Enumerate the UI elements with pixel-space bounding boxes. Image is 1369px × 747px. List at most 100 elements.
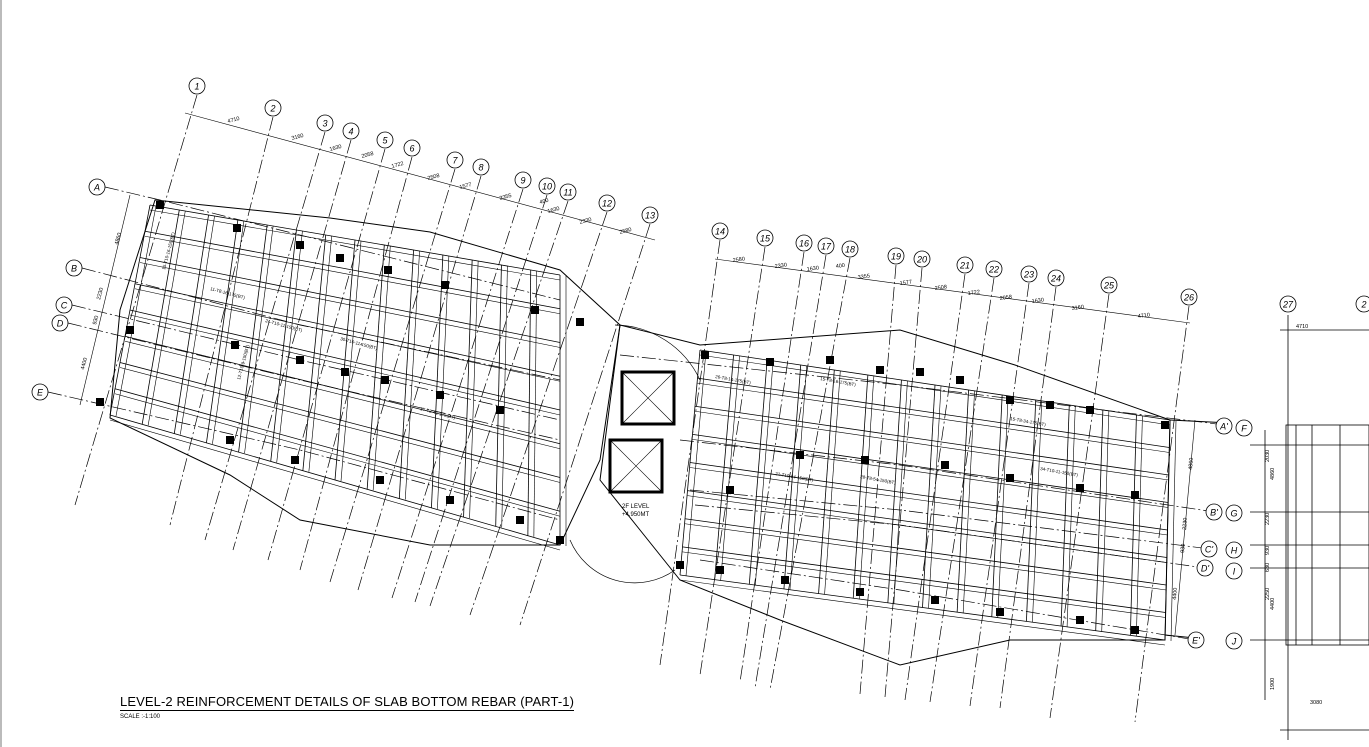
dim-far-right-v-5: 4400 xyxy=(1270,598,1276,610)
grid-bubble-top-22-circle xyxy=(985,260,1003,278)
dim-top-right-11: 4710 xyxy=(1137,312,1150,320)
grid-line-5 xyxy=(267,148,386,561)
rebar-left-h-1 xyxy=(144,235,561,315)
rebar-right-v-4 xyxy=(824,370,841,595)
drawing-frame-edge xyxy=(0,0,2,747)
beam-left-h-0 xyxy=(149,204,561,276)
column-23 xyxy=(766,358,774,366)
grid-bubble-top-23-label: 23 xyxy=(1023,270,1034,280)
grid-bubble-left-3-circle xyxy=(51,314,69,332)
grid-line-13 xyxy=(519,223,651,626)
lift-core: 2F LEVEL+4.950MT xyxy=(569,324,701,584)
grid-bubble-top-22-label: 22 xyxy=(988,265,999,275)
column-46 xyxy=(1131,626,1139,634)
beam-left-h-8 xyxy=(109,414,561,546)
beam-right-h-6 xyxy=(684,518,1167,586)
beam-right-h-7 xyxy=(682,546,1166,613)
dim-far-right-v-6: 2250 xyxy=(1265,588,1271,600)
grid-bubble-top-16-label: 16 xyxy=(799,239,809,249)
grid-bubble-right-4-label: E' xyxy=(1192,636,1200,646)
grid-line-18 xyxy=(769,257,851,691)
dim-top-right-4: 3355 xyxy=(857,273,870,281)
column-17 xyxy=(291,456,299,464)
rebar-right-v-12 xyxy=(1101,410,1110,632)
rebar-left-v-8 xyxy=(372,245,391,491)
column-7 xyxy=(576,318,584,326)
grid-bubble-top-3-label: 3 xyxy=(322,119,327,129)
grid-bubble-top-12-circle xyxy=(598,194,616,212)
grid-bubble-top-15-circle xyxy=(756,229,774,247)
rebar-right-h-8 xyxy=(679,579,1166,646)
grid-bubble-top-5-circle xyxy=(376,131,394,149)
grid-bubble-top-16-circle xyxy=(795,234,813,252)
column-11 xyxy=(341,368,349,376)
dim-top-left-7: 3355 xyxy=(499,193,512,202)
grid-bubble-left-3-label: D xyxy=(57,319,64,329)
column-8 xyxy=(126,326,134,334)
rebar-label-11: 15-T8-34-175(BT) xyxy=(1010,416,1047,427)
rebar-left-h-7 xyxy=(114,393,561,517)
grid-bubble-right-3-label: D' xyxy=(1201,564,1209,574)
grid-line-1 xyxy=(74,94,198,506)
beam-left-h-5 xyxy=(124,335,561,445)
rebar-left-v-10 xyxy=(437,255,450,509)
grid-bubble-top-19-label: 19 xyxy=(891,252,901,262)
column-5 xyxy=(441,281,449,289)
grid-bubble-top-20-label: 20 xyxy=(916,255,927,265)
grid-bubble-top-18-label: 18 xyxy=(845,245,855,255)
dim-top-right-1: 2330 xyxy=(774,262,787,270)
slab-outline-right xyxy=(599,324,1171,666)
grid-bubble-right-3-circle xyxy=(1196,559,1214,577)
grid-bubble-far-right-3-circle xyxy=(1225,562,1243,580)
grid-row-left-2 xyxy=(71,304,561,421)
drawing-scale: SCALE :-1:100 xyxy=(120,714,161,720)
column-13 xyxy=(436,391,444,399)
grid-bubble-top-27-circle xyxy=(1279,295,1297,313)
grid-line-3 xyxy=(204,131,326,541)
rebar-right-h-7 xyxy=(682,551,1166,618)
beam-right-h-4 xyxy=(689,462,1168,531)
rebar-left-v-6 xyxy=(308,235,333,472)
dimension-lines xyxy=(79,112,1196,636)
rebar-left-v-11 xyxy=(469,260,479,519)
grid-bubble-top-1-circle xyxy=(188,77,206,95)
grid-bubble-top-11-circle xyxy=(559,183,577,201)
rebar-left-v-0 xyxy=(115,205,157,417)
dim-top-right-2: 1630 xyxy=(806,265,819,273)
dim-top-left-1: 3160 xyxy=(291,133,304,142)
grid-bubble-top-6-label: 6 xyxy=(409,144,414,154)
rebar-label-10: 34-T10-11-150(BT) xyxy=(1040,466,1079,478)
column-34 xyxy=(861,456,869,464)
grid-bubble-top-10-label: 10 xyxy=(542,182,552,192)
lift-shaft-1 xyxy=(608,438,664,494)
beam-left-h-2 xyxy=(139,257,561,343)
column-22 xyxy=(701,351,709,359)
beam-left-h-4 xyxy=(129,309,561,411)
grid-bubble-left-2-label: C xyxy=(61,301,68,311)
grid-line-25 xyxy=(1049,293,1110,719)
grid-bubble-far-right-3-label: I xyxy=(1233,567,1236,577)
grid-bubble-top-21-circle xyxy=(956,256,974,274)
rebar-right-v-10 xyxy=(1032,400,1043,623)
rebar-lines xyxy=(109,205,1177,646)
grid-bubble-right-1-circle xyxy=(1205,503,1223,521)
grid-bubble-top-26-label: 26 xyxy=(1183,293,1194,303)
rebar-right-h-6 xyxy=(684,523,1167,591)
grid-bubble-top-13-label: 13 xyxy=(645,211,655,221)
grid-bubble-top-18-circle xyxy=(841,240,859,258)
column-28 xyxy=(1006,396,1014,404)
grid-line-21 xyxy=(904,273,966,701)
column-41 xyxy=(781,576,789,584)
grid-line-16 xyxy=(739,251,805,683)
column-4 xyxy=(384,266,392,274)
dim-far-right-h-1: 3080 xyxy=(1310,700,1322,706)
grid-bubble-top-24-circle xyxy=(1047,269,1065,287)
column-45 xyxy=(1076,616,1084,624)
rebar-right-v-5 xyxy=(858,375,875,600)
grid-row-left-3 xyxy=(67,322,561,441)
grid-bubble-top-27-label: 27 xyxy=(1282,300,1294,310)
grid-bubble-far-right-4-circle xyxy=(1225,632,1243,650)
column-33 xyxy=(796,451,804,459)
column-27 xyxy=(956,376,964,384)
grid-bubble-top-2-label: 2 xyxy=(269,104,275,114)
